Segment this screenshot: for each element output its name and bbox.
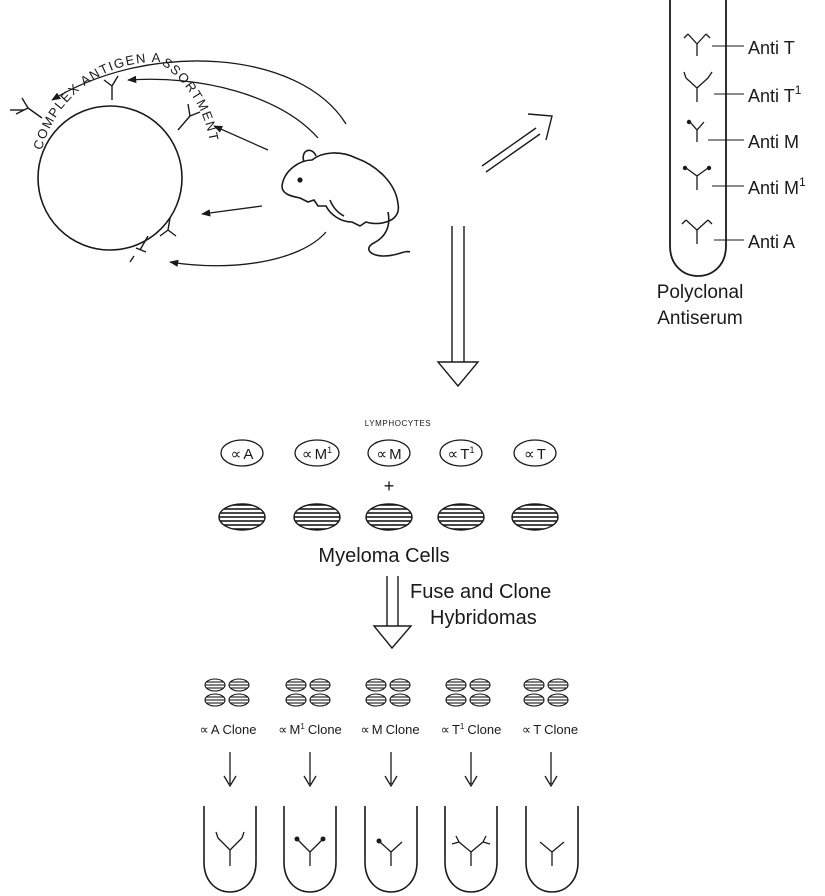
tube-outline bbox=[670, 0, 726, 276]
myeloma-label: Myeloma Cells bbox=[318, 545, 449, 567]
svg-text:∝M: ∝M bbox=[376, 446, 401, 463]
svg-text:∝T: ∝T bbox=[524, 446, 546, 463]
arrow-straight-upper bbox=[214, 126, 268, 150]
lymphocyte-cell: ∝A bbox=[221, 440, 263, 466]
tube-antibodies bbox=[682, 34, 712, 244]
myeloma-cell bbox=[438, 504, 484, 530]
lymphocyte-row: ∝A ∝M1 ∝M ∝T1 ∝T bbox=[221, 440, 556, 466]
arrow-curve-mid bbox=[128, 79, 318, 138]
arrow-straight-lower bbox=[202, 206, 262, 214]
antigen-circle bbox=[38, 106, 182, 250]
arrow-to-lymphocytes bbox=[438, 226, 478, 386]
clone-arrows bbox=[224, 752, 557, 786]
lymphocyte-cell: ∝M bbox=[368, 440, 410, 466]
monoclonal-tube bbox=[204, 806, 256, 892]
monoclonal-tubes bbox=[204, 806, 578, 892]
antibody-label: Anti A bbox=[748, 232, 795, 252]
lymphocyte-cell: ∝M1 bbox=[295, 440, 339, 466]
ab-tip bbox=[683, 166, 687, 170]
monoclonal-tube bbox=[365, 806, 417, 892]
antibody-label: Anti T1 bbox=[748, 83, 802, 106]
antibody-label: Anti M1 bbox=[748, 175, 806, 198]
arrow-fuse bbox=[374, 576, 411, 648]
arrow-to-polyclonal bbox=[482, 114, 552, 172]
hybridoma-row bbox=[205, 679, 568, 706]
hybridoma-cluster bbox=[286, 679, 330, 706]
myeloma-cell bbox=[366, 504, 412, 530]
antigen-ring-label: COMPLEX ANTIGEN ASSORTMENT bbox=[30, 50, 222, 151]
fuse-label-line1: Fuse and Clone bbox=[410, 581, 551, 603]
ab-tip bbox=[707, 166, 711, 170]
monoclonal-tube bbox=[445, 806, 497, 892]
myeloma-cell bbox=[294, 504, 340, 530]
ring-antibody-top bbox=[104, 76, 118, 100]
myeloma-cell bbox=[219, 504, 265, 530]
polyclonal-tube: Anti T Anti T1 Anti M Anti M1 Anti A Pol… bbox=[657, 0, 806, 329]
mouse-icon bbox=[282, 150, 410, 256]
monoclonal-tube bbox=[526, 806, 578, 892]
lymphocyte-cell: ∝T bbox=[514, 440, 556, 466]
lymphocytes-label: LYMPHOCYTES bbox=[365, 419, 431, 428]
myeloma-row bbox=[219, 504, 558, 530]
fuse-label-line2: Hybridomas bbox=[430, 607, 537, 629]
ring-antibody-left bbox=[10, 98, 42, 118]
monoclonal-tube bbox=[284, 806, 336, 892]
svg-text:∝T1: ∝T1 bbox=[448, 445, 475, 463]
antibody-label: Anti M bbox=[748, 132, 799, 152]
hybridoma-cluster bbox=[205, 679, 249, 706]
svg-text:∝A: ∝A bbox=[231, 446, 254, 463]
hybridoma-cluster bbox=[446, 679, 490, 706]
myeloma-cell bbox=[512, 504, 558, 530]
polyclonal-caption-line1: Polyclonal bbox=[657, 282, 744, 303]
plus-sign: + bbox=[384, 476, 395, 496]
svg-text:∝M1: ∝M1 bbox=[302, 445, 332, 463]
ab-tip bbox=[687, 120, 691, 124]
arrow-curve-lower bbox=[170, 232, 326, 266]
ring-antibody-bottom bbox=[130, 236, 148, 262]
lymphocyte-cell: ∝T1 bbox=[440, 440, 482, 466]
hybridoma-cluster bbox=[524, 679, 568, 706]
antibody-label: Anti T bbox=[748, 38, 795, 58]
polyclonal-caption-line2: Antiserum bbox=[657, 308, 743, 329]
hybridoma-cluster bbox=[366, 679, 410, 706]
